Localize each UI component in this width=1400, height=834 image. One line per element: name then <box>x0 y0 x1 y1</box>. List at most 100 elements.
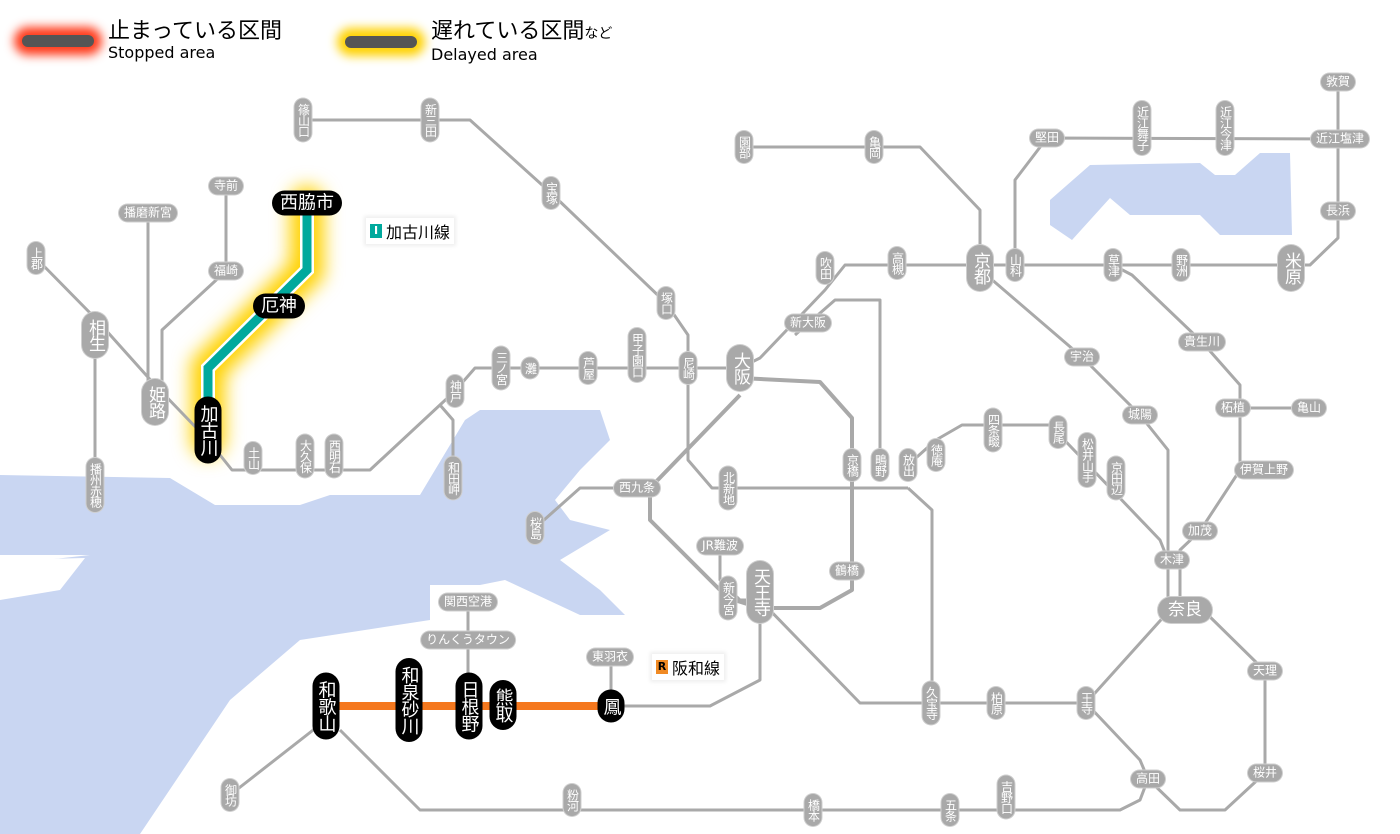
station-kakogawa[interactable]: 加古川 <box>194 396 222 464</box>
station-nada[interactable]: 灘 <box>521 357 539 379</box>
station-oji[interactable]: 王寺 <box>1077 687 1095 719</box>
station-osaka[interactable]: 大阪 <box>727 345 753 391</box>
station-kibukawa[interactable]: 貴生川 <box>1178 333 1226 351</box>
sakurai-line <box>1084 610 1267 812</box>
station-kyuhoji[interactable]: 久宝寺 <box>922 681 940 725</box>
station-matsuiyamate[interactable]: 松井山手 <box>1078 433 1096 487</box>
station-wadamisaki[interactable]: 和田岬 <box>444 456 462 500</box>
route-name: 阪和線 <box>672 659 721 678</box>
station-kameoka[interactable]: 亀岡 <box>865 131 883 163</box>
station-higashihagoromo[interactable]: 東羽衣 <box>586 648 634 666</box>
station-wakayama[interactable]: 和歌山 <box>312 672 340 740</box>
station-gojo[interactable]: 五条 <box>941 794 959 826</box>
station-kumatori[interactable]: 熊取 <box>489 680 517 730</box>
station-katata[interactable]: 堅田 <box>1029 129 1065 147</box>
station-ashiya[interactable]: 芦屋 <box>579 352 597 384</box>
route-code-badge: I <box>370 224 382 238</box>
station-banshuako[interactable]: 播州赤穂 <box>86 458 104 512</box>
kosei-line <box>1013 136 1341 265</box>
station-sakurajima[interactable]: 桜島 <box>526 512 544 544</box>
station-shijonawate[interactable]: 四条畷 <box>984 408 1002 452</box>
station-kokawa[interactable]: 粉河 <box>563 784 581 816</box>
yamatoji-line <box>718 546 1170 705</box>
legend-delayed-en: Delayed area <box>431 45 538 64</box>
station-yakujin[interactable]: 厄神 <box>253 293 305 319</box>
station-shinsanda[interactable]: 新三田 <box>421 98 439 142</box>
station-sannomiya[interactable]: 三ノ宮 <box>492 346 510 390</box>
route-label-kakogawa[interactable]: I 加古川線 <box>366 218 455 244</box>
station-joyo[interactable]: 城陽 <box>1122 406 1158 424</box>
station-shinimamiya[interactable]: 新今宮 <box>719 576 737 620</box>
station-omimaiko[interactable]: 近江舞子 <box>1133 101 1151 155</box>
station-tsuruga[interactable]: 敦賀 <box>1320 73 1356 91</box>
station-yamashina[interactable]: 山科 <box>1006 249 1024 281</box>
station-shinosaka[interactable]: 新大阪 <box>784 314 832 332</box>
sagano-line <box>744 145 982 268</box>
kishin-line <box>160 186 228 400</box>
station-kitashinchi[interactable]: 北新地 <box>719 466 737 510</box>
station-yasu[interactable]: 野洲 <box>1172 249 1190 281</box>
station-aioi[interactable]: 相生 <box>82 312 108 358</box>
station-tsuchiyama[interactable]: 土山 <box>244 442 262 474</box>
legend-stopped: 止まっている区間 Stopped area <box>22 20 282 62</box>
station-fukusaki[interactable]: 福崎 <box>208 262 244 280</box>
station-kusatsu[interactable]: 草津 <box>1104 249 1122 281</box>
station-nishiwakishi[interactable]: 西脇市 <box>272 190 342 216</box>
station-takarazuka[interactable]: 宝塚 <box>542 177 560 209</box>
station-tokuan[interactable]: 徳庵 <box>927 439 945 471</box>
station-hanaten[interactable]: 放出 <box>899 449 917 481</box>
station-kamigori[interactable]: 上郡 <box>27 242 45 274</box>
station-kameyama[interactable]: 亀山 <box>1291 399 1327 417</box>
station-otori[interactable]: 鳳 <box>597 689 625 723</box>
osaka-loop-line <box>648 376 854 610</box>
station-kyoto[interactable]: 京都 <box>967 245 993 291</box>
station-tenri[interactable]: 天理 <box>1247 662 1283 680</box>
station-rinkutown[interactable]: りんくうタウン <box>421 631 515 649</box>
station-takatsuki[interactable]: 高槻 <box>888 247 906 279</box>
station-yoshinoguchi[interactable]: 吉野口 <box>997 775 1015 819</box>
station-kyobashi[interactable]: 京橋 <box>843 449 861 481</box>
station-sonobe[interactable]: 園部 <box>735 131 753 163</box>
station-kashiwara[interactable]: 柏原 <box>987 687 1005 719</box>
station-sasayamaguchi[interactable]: 篠山口 <box>294 98 312 142</box>
station-kizu[interactable]: 木津 <box>1154 551 1190 569</box>
station-amagasaki[interactable]: 尼崎 <box>679 352 697 384</box>
station-maibara[interactable]: 米原 <box>1278 245 1304 291</box>
station-igaueno[interactable]: 伊賀上野 <box>1234 461 1294 479</box>
station-kyotanabe[interactable]: 京田辺 <box>1107 456 1125 500</box>
station-nishikujo[interactable]: 西九条 <box>613 479 661 497</box>
station-hineno[interactable]: 日根野 <box>455 672 483 740</box>
station-hashimoto[interactable]: 橋本 <box>804 794 822 826</box>
station-kansaiairport[interactable]: 関西空港 <box>438 593 498 611</box>
station-nishiakashi[interactable]: 西明石 <box>325 434 343 478</box>
station-teramae[interactable]: 寺前 <box>208 177 244 195</box>
station-kamo[interactable]: 加茂 <box>1182 522 1218 540</box>
station-himeji[interactable]: 姫路 <box>142 379 168 425</box>
fukuchiyama-line <box>303 118 908 490</box>
station-takada[interactable]: 高田 <box>1130 770 1166 788</box>
station-kobe[interactable]: 神戸 <box>446 375 464 407</box>
station-izumisunagawa[interactable]: 和泉砂川 <box>395 658 423 742</box>
station-tennoji[interactable]: 天王寺 <box>747 561 773 623</box>
station-nara[interactable]: 奈良 <box>1158 597 1212 623</box>
station-omiimazu[interactable]: 近江今津 <box>1216 101 1234 155</box>
station-nagao[interactable]: 長尾 <box>1049 416 1067 448</box>
station-koshienguchi[interactable]: 甲子園口 <box>628 328 646 382</box>
station-nagahama[interactable]: 長浜 <box>1320 202 1356 220</box>
station-tsukaguchi[interactable]: 塚口 <box>657 287 675 319</box>
station-tsuge[interactable]: 柘植 <box>1215 399 1251 417</box>
hanwa-line-north <box>611 610 762 708</box>
lake-biwa <box>1050 153 1292 240</box>
station-uji[interactable]: 宇治 <box>1064 348 1100 366</box>
route-label-hanwa[interactable]: R 阪和線 <box>652 654 725 680</box>
station-suita[interactable]: 吹田 <box>816 252 834 284</box>
station-tsuruhashi[interactable]: 鶴橋 <box>829 562 865 580</box>
station-gobo[interactable]: 御坊 <box>221 779 239 811</box>
station-harimashingu[interactable]: 播磨新宮 <box>118 204 178 222</box>
station-okubo[interactable]: 大久保 <box>296 434 314 478</box>
station-sakurai[interactable]: 桜井 <box>1247 764 1283 782</box>
station-jrnamba[interactable]: JR難波 <box>697 537 743 555</box>
station-shigino[interactable]: 鴫野 <box>871 449 889 481</box>
station-omishiotsu[interactable]: 近江塩津 <box>1310 130 1370 148</box>
